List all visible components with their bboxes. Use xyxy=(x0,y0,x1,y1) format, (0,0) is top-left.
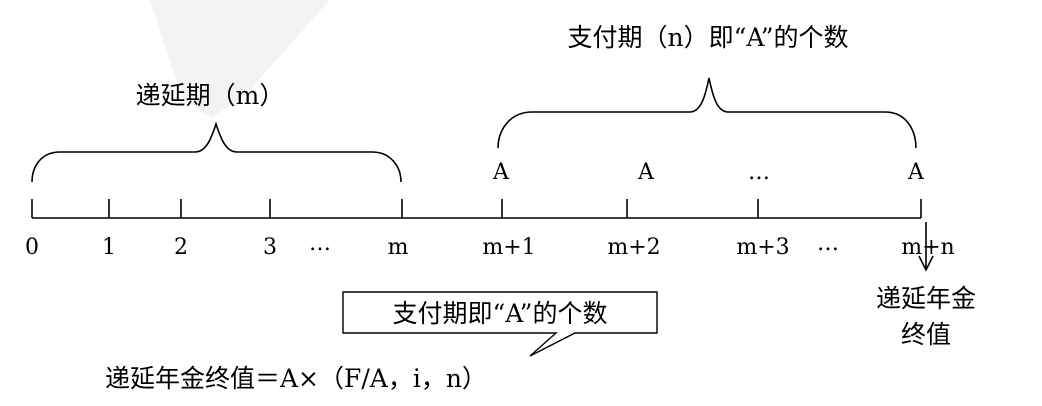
payment-brace xyxy=(497,77,917,149)
watermark-shape xyxy=(150,0,330,118)
tick-label-m-plus-1: m+1 xyxy=(482,235,535,260)
deferral-brace xyxy=(31,121,402,183)
tick-label-3: 3 xyxy=(263,235,277,260)
tick-label-m-plus-2: m+2 xyxy=(607,235,660,260)
future-value-label-line-2: 终值 xyxy=(901,320,951,349)
payment-period-label: 支付期（n）即“A”的个数 xyxy=(567,23,848,52)
tick-label-ellipsis-1: … xyxy=(309,231,331,256)
arrow-head xyxy=(918,255,934,272)
tick-label-m-plus-3: m+3 xyxy=(736,235,789,260)
tick-label-ellipsis-2: … xyxy=(817,231,839,256)
payment-marker-ellipsis: … xyxy=(748,160,770,185)
future-value-arrow xyxy=(918,222,934,272)
tick-label-m-plus-n: m+n xyxy=(901,235,954,260)
tick-label-0: 0 xyxy=(25,235,39,260)
payment-marker-last: A xyxy=(907,160,925,185)
payment-marker-1: A xyxy=(492,160,510,185)
formula-text: 递延年金终值＝A×（F/A，i，n） xyxy=(105,364,487,393)
deferral-period-label: 递延期（m） xyxy=(136,81,285,110)
tick-label-1: 1 xyxy=(102,235,116,260)
callout-box xyxy=(342,291,658,357)
timeline-ticks xyxy=(31,199,922,218)
future-value-label-line-1: 递延年金 xyxy=(876,284,976,313)
callout-text: 支付期即“A”的个数 xyxy=(393,299,608,328)
tick-label-m: m xyxy=(388,235,409,260)
tick-label-2: 2 xyxy=(174,235,188,260)
payment-marker-2: A xyxy=(637,160,655,185)
